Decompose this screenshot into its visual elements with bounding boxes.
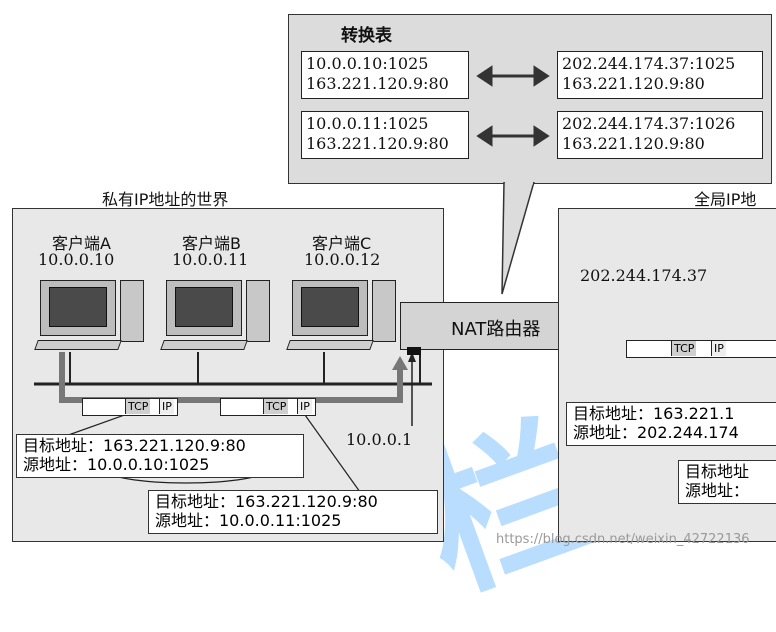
packet-a-destination: 目标地址：163.221.120.9:80 [23,436,246,455]
table-row-1-public: 202.244.174.37:1025 163.221.120.9:80 [557,51,763,99]
packet-b: TCP IP [220,398,316,416]
table-row-2-public: 202.244.174.37:1026 163.221.120.9:80 [557,111,763,159]
double-arrow-icon [476,125,550,147]
gateway-ip: 10.0.0.1 [346,430,413,449]
router-label: NAT路由器 [451,319,541,340]
table-title: 转换表 [341,26,392,46]
client-b-ip: 10.0.0.11 [172,250,249,269]
packet-b-source: 源地址：10.0.0.11:1025 [155,511,342,530]
client-b-name: 客户端B [182,234,241,253]
packet-b-destination: 目标地址：163.221.120.9:80 [155,492,378,511]
global-packet-address-box: 目标地址：163.221.1 源地址：202.244.174 [566,402,776,446]
global-packet-2-destination: 目标地址 [685,462,750,481]
global-packet-2-address-box: 目标地址 源地址： [678,460,776,504]
packet-a-source: 源地址：10.0.0.10:1025 [23,455,210,474]
packet-a-address-box: 目标地址：163.221.120.9:80 源地址：10.0.0.10:1025 [16,434,304,478]
global-packet-2-source: 源地址： [685,481,750,500]
client-a-computer-icon [34,280,150,360]
packet-b-address-box: 目标地址：163.221.120.9:80 源地址：10.0.0.11:1025 [148,490,438,534]
client-b-computer-icon [160,280,276,360]
global-world-title: 全局IP地 [694,190,757,209]
global-packet-destination: 目标地址：163.221.1 [573,404,735,423]
router-foot-icon [407,347,421,355]
global-packet: TCP IP [626,340,776,358]
private-world-panel [12,208,444,542]
client-a-name: 客户端A [52,234,111,253]
client-c-ip: 10.0.0.12 [304,250,381,269]
watermark-url: https://blog.csdn.net/weixin_42722136 [496,532,750,547]
table-row-1-private: 10.0.0.10:1025 163.221.120.9:80 [301,51,469,99]
mapping-arrows [476,65,550,147]
private-world-title: 私有IP地址的世界 [102,190,229,209]
client-c-name: 客户端C [312,234,372,253]
table-row-2-private: 10.0.0.11:1025 163.221.120.9:80 [301,111,469,159]
global-packet-source: 源地址：202.244.174 [573,423,739,442]
global-router-ip: 202.244.174.37 [580,266,708,285]
packet-a: TCP IP [82,398,178,416]
double-arrow-icon [476,65,550,87]
translation-table-bubble: 转换表 10.0.0.10:1025 163.221.120.9:80 202.… [288,14,772,184]
client-c-computer-icon [286,280,402,360]
bubble-tail [501,182,535,295]
client-a-ip: 10.0.0.10 [38,250,115,269]
